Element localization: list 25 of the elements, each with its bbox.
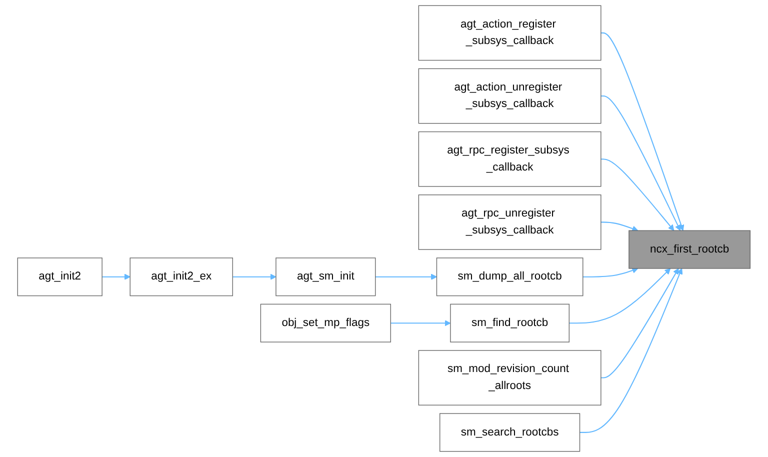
- arrow: [583, 267, 638, 278]
- arrow: [232, 274, 276, 280]
- arrow: [580, 268, 683, 433]
- node-box: agt_init2: [17, 258, 103, 296]
- arrow: [601, 32, 684, 231]
- node-box: sm_search_rootcbs: [440, 413, 580, 452]
- node-box: sm_dump_all_rootcb: [436, 258, 584, 296]
- node-box: agt_action_register _subsys_callback: [418, 5, 602, 61]
- node-box: agt_init2_ex: [130, 258, 234, 296]
- node-box: sm_find_rootcb: [450, 304, 570, 342]
- arrow: [601, 268, 679, 378]
- arrow: [569, 268, 671, 324]
- arrow: [102, 274, 130, 280]
- node-box: agt_sm_init: [276, 258, 376, 296]
- arrow: [601, 158, 674, 231]
- node-box: sm_mod_revision_count _allroots: [418, 350, 602, 406]
- node-box: ncx_first_rootcb: [628, 230, 751, 269]
- arrow: [601, 96, 681, 231]
- node-box: agt_rpc_register_subsys _callback: [418, 131, 602, 187]
- node-box: obj_set_mp_flags: [260, 304, 392, 342]
- node-box: agt_rpc_unregister _subsys_callback: [418, 194, 602, 250]
- arrow: [375, 274, 438, 280]
- arrow: [390, 320, 451, 326]
- arrow: [601, 222, 638, 232]
- node-box: agt_action_unregister _subsys_callback: [418, 68, 602, 124]
